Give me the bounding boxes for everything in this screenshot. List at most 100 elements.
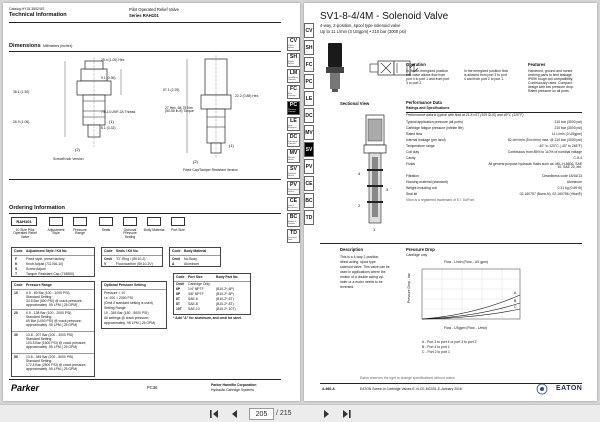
code-slot-port: [171, 217, 185, 226]
table-cell: 6.9 - 138 Bar (100 - 2000 PSI): [26, 311, 72, 315]
tab-dc[interactable]: DC: [304, 108, 314, 123]
table-row: Knob Adjust (711766-10): [26, 262, 64, 266]
last-page-button[interactable]: [340, 408, 352, 420]
pressure-header-name: Pressure Range: [26, 283, 52, 287]
sectional-view-heading: Sectional View: [340, 101, 370, 106]
chart-x-label-top: Flow - L/min (Flow - US gpm): [444, 260, 489, 264]
perf-value: All general purpose hydraulic fluids suc…: [488, 162, 582, 170]
feature-line: IP69K tough coil compatibility.: [528, 77, 573, 81]
table-row: 30: [14, 333, 18, 337]
code-label-pressure: Pressure Range: [73, 228, 87, 236]
footer-code: A-660-A: [322, 387, 335, 391]
model-code-box: RAH101: [11, 217, 37, 226]
table-cell: 13.8 - 345 Bar (200 - 5000 PSI): [26, 355, 74, 359]
view-b-caption: Fixed Cap/Tamper Resistant Version: [183, 168, 239, 172]
table-row: 8P: [176, 292, 181, 296]
dims-rule: [9, 51, 281, 52]
code-slot-seals: [99, 217, 113, 226]
valve-drawing-screw-knob: (2) (1): [64, 57, 122, 152]
tab-mv[interactable]: MV: [304, 125, 314, 140]
adjust-header-code: Code: [14, 249, 23, 253]
table-cell: (B10-2*-6T): [216, 297, 234, 301]
first-page-button[interactable]: [208, 408, 220, 420]
footer-company: Parker Hannifin Corporation: [211, 383, 257, 387]
page-total: / 215: [276, 410, 292, 417]
tab-le[interactable]: LE: [304, 91, 314, 106]
tab-td[interactable]: TD: [304, 210, 314, 225]
hydraulic-symbol: [369, 60, 419, 76]
tab-pc[interactable]: PC: [304, 74, 314, 89]
operation-line: 3 to port 2.: [406, 81, 423, 85]
table-row: 20: [14, 311, 18, 315]
dim-b-hex: 22.2 (0.88) Hex.: [235, 94, 260, 98]
tab-cv[interactable]: CV: [304, 23, 314, 38]
port-header-size: Port Size: [188, 275, 203, 279]
tab-sh[interactable]: SH: [304, 40, 314, 55]
perf-value: 02-160757 (Buna-N), 02-160756 (Viton®): [519, 192, 582, 196]
performance-heading: Performance Data: [406, 100, 442, 105]
tab-sv[interactable]: SV: [304, 142, 314, 157]
operation-heading: Operation: [406, 62, 426, 67]
table-row: "D"-Ring / (SK10-2): [116, 257, 146, 261]
table-cell: 1/4" NPTF: [188, 287, 204, 291]
table-row: Fluorocarbon (SK10-2V): [116, 262, 153, 266]
table-cell: (B10-2*-8T): [216, 302, 234, 306]
adjustment-table: Code Adjustment Style / Kit No. F Fixed …: [11, 247, 95, 277]
dims-units: Millimeters (Inches): [43, 44, 73, 48]
table-row: 10: [14, 291, 18, 295]
code-slot-optional: [123, 217, 137, 226]
table-cell: (B10-2*-8P): [216, 292, 234, 296]
performance-note: Performance data is typical with fluid a…: [406, 113, 524, 117]
tab-pv[interactable]: PV: [304, 159, 314, 174]
catalog-number: Catalog HY15-3502/US: [9, 7, 45, 11]
optional-line: (Omit if standard setting is used): [104, 301, 153, 305]
tab-fc[interactable]: FC: [304, 57, 314, 72]
table-row: Screw Adjust: [26, 267, 46, 271]
perf-label: Housing material (standard): [406, 180, 448, 184]
perf-value: 11 L/min (3 USgpm): [551, 132, 582, 136]
performance-subheading: Ratings and Specifications: [406, 106, 450, 110]
perf-value: 82 cm³/min (5 in³/min) max. @ 210 bar (3…: [507, 138, 582, 142]
optional-line: i.e. 200 = 2000 PSI: [104, 296, 133, 300]
perf-value: -40° to 120°C (-40° to 248°F): [538, 144, 582, 148]
table-row: 50: [14, 355, 18, 359]
curve-label-a: A: [514, 291, 517, 295]
next-page-button[interactable]: [320, 408, 332, 420]
code-label-seals: Seals: [101, 228, 111, 232]
page-number-input[interactable]: [249, 408, 274, 420]
table-cell: 172.4 Bar (2500 PSI) @ crack pressure;: [26, 363, 87, 367]
perf-label: Temperature range: [406, 144, 435, 148]
description-line: motion of a double acting cyl-: [340, 275, 385, 279]
sectional-port-3: 3: [386, 187, 389, 192]
table-cell: Standard Setting:: [26, 337, 53, 341]
sectional-port-4: 4: [358, 171, 361, 176]
tab-bc[interactable]: BC: [304, 193, 314, 208]
optional-line: All settings @ crack pressure;: [104, 316, 149, 320]
prev-page-button[interactable]: [228, 408, 240, 420]
pressure-drop-chart: A B C: [421, 268, 521, 320]
code-label-optional: Optional Pressure Setting: [123, 228, 137, 239]
port-header-body: Body Part No.: [216, 275, 239, 279]
table-row: K: [15, 262, 18, 266]
dim-label-hex: 25.4 (1.00) Hex.: [101, 58, 126, 62]
first-page-icon: [209, 410, 218, 418]
table-row: T: [15, 272, 18, 276]
pressure-drop-sub: Cartridge only: [406, 253, 428, 257]
operation-line: this valve allows flow from: [406, 73, 446, 77]
dim-b-length: 57.1 (2.25): [163, 88, 180, 92]
tab-ce[interactable]: CE: [304, 176, 314, 191]
optional-line: approximately .95 LPM (.25 GPM): [104, 321, 156, 325]
